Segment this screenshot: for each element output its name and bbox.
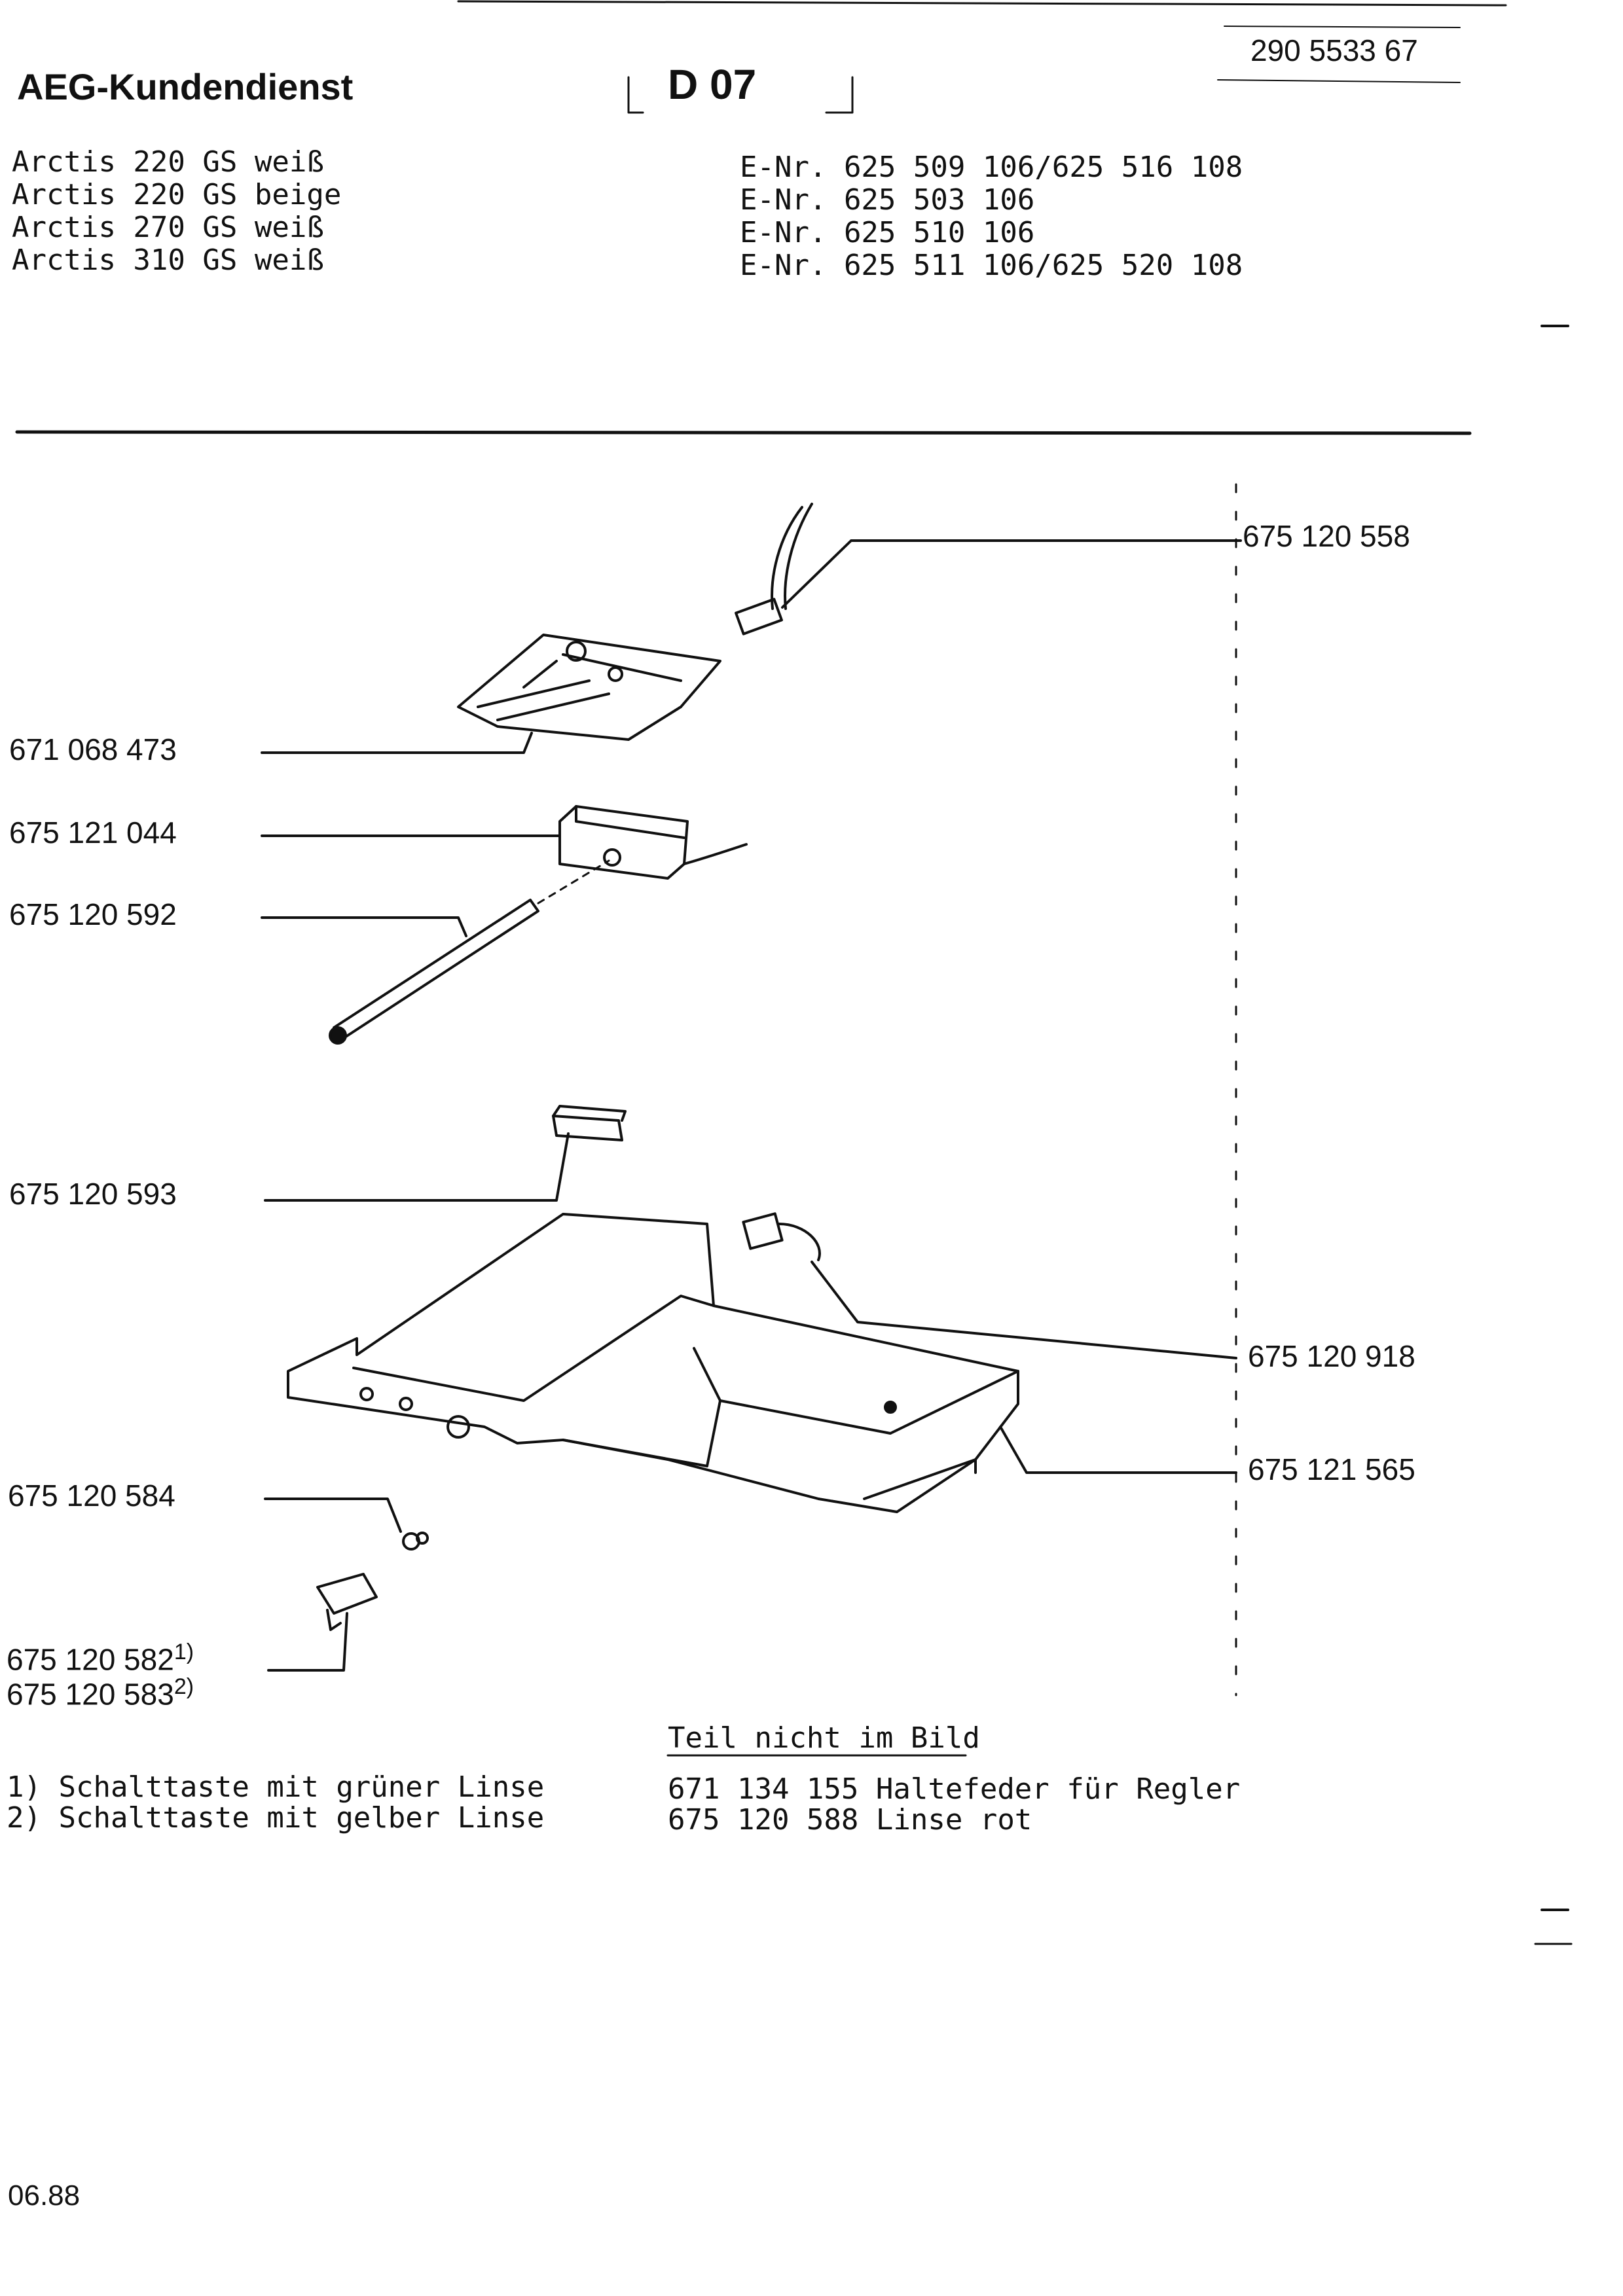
base-frame	[287, 1213, 1019, 1513]
base-frame-hole	[884, 1401, 897, 1414]
knob-bracket	[552, 1115, 623, 1141]
leader-line-593	[264, 1132, 570, 1202]
brand-title: AEG-Kundendienst	[17, 66, 354, 107]
cable-connector	[735, 598, 783, 636]
footnote-ref-2: 2)	[173, 1674, 194, 1699]
base-frame-hole	[399, 1397, 413, 1411]
thermostat-wire	[683, 843, 748, 865]
knob-bracket-top	[552, 1105, 627, 1122]
control-plate-knob	[566, 641, 587, 662]
shaft-axis	[537, 859, 610, 905]
base-frame-hole	[447, 1415, 470, 1439]
section-rule	[15, 430, 1472, 435]
not-shown-item: 671 134 155 Haltefeder für Regler	[668, 1772, 1241, 1806]
pin-part	[416, 1532, 429, 1545]
shaft-end	[329, 1026, 347, 1045]
part-label-044: 675 121 044	[9, 816, 177, 850]
thermostat-box-edge	[575, 805, 685, 839]
footnote-2: 2) Schalttaste mit gelber Linse	[7, 1801, 545, 1835]
model-name: Arctis 270 GS weiß	[12, 211, 324, 244]
leader-line-473	[261, 732, 533, 754]
leader-line-558	[781, 539, 1242, 609]
control-plate-detail	[477, 653, 682, 721]
part-label-583: 675 120 5832)	[7, 1674, 194, 1712]
issue-date: 06.88	[8, 2179, 81, 2212]
part-label-565: 675 121 565	[1248, 1452, 1415, 1486]
part-label-918: 675 120 918	[1248, 1339, 1415, 1373]
part-label-584: 675 120 584	[8, 1479, 175, 1513]
leader-line-592	[261, 916, 467, 937]
footnote-ref-1: 1)	[173, 1640, 194, 1664]
base-frame-edge	[863, 1458, 977, 1500]
model-enr: E-Nr. 625 509 106/625 516 108	[740, 151, 1243, 184]
page-code: D 07	[668, 61, 757, 108]
control-plate-knob	[608, 666, 623, 682]
part-label-558: 675 120 558	[1243, 519, 1410, 553]
document-number: 290 5533 67	[1250, 33, 1418, 67]
part-label-473: 671 068 473	[9, 732, 177, 766]
model-name: Arctis 310 GS weiß	[12, 243, 324, 277]
switch-button	[316, 1573, 378, 1615]
doc-number-frame	[1217, 26, 1461, 83]
base-frame-rib	[562, 1347, 721, 1467]
thermostat-box	[558, 805, 689, 880]
footnote-1: 1) Schalttaste mit grüner Linse	[7, 1770, 545, 1804]
thermostat-axle	[603, 848, 621, 867]
model-name: Arctis 220 GS beige	[12, 178, 342, 211]
model-enr: E-Nr. 625 510 106	[740, 216, 1035, 249]
lamp-socket	[742, 1212, 784, 1250]
leader-line-582-583	[267, 1612, 348, 1672]
control-plate	[457, 634, 721, 741]
not-shown-heading: Teil nicht im Bild	[668, 1721, 980, 1755]
page-bracket-left	[627, 76, 644, 114]
part-label-582: 675 120 5821)	[7, 1640, 194, 1677]
leader-line-584	[264, 1498, 402, 1533]
leader-line-565	[999, 1426, 1237, 1474]
model-name: Arctis 220 GS weiß	[12, 145, 324, 179]
thermostat-shaft	[333, 899, 539, 1041]
base-frame-ledge	[352, 1295, 715, 1402]
model-enr: E-Nr. 625 511 106/625 520 108	[740, 249, 1243, 282]
page-bracket-right	[825, 76, 854, 114]
top-edge-line	[457, 0, 1507, 7]
cable-wire	[771, 506, 803, 610]
model-enr: E-Nr. 625 503 106	[740, 183, 1035, 217]
not-shown-item: 675 120 588 Linse rot	[668, 1803, 1032, 1837]
base-frame-rib	[719, 1370, 1019, 1435]
base-frame-hole	[359, 1387, 374, 1401]
part-label-592: 675 120 592	[9, 897, 177, 931]
switch-button-leg	[326, 1609, 342, 1631]
part-label-593: 675 120 593	[9, 1177, 177, 1211]
leader-line-918	[811, 1261, 1237, 1359]
cable-wire	[784, 503, 813, 610]
lamp-socket-wire	[778, 1223, 821, 1261]
